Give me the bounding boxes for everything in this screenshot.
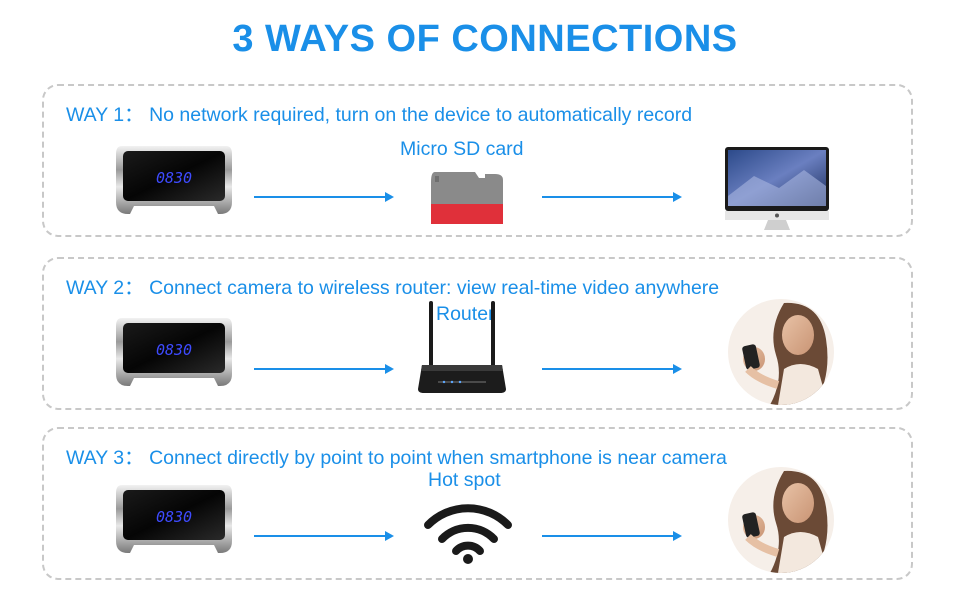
camera-display-text: 0830 — [156, 341, 192, 359]
micro-sd-card-label: Micro SD card — [400, 138, 524, 160]
desktop-computer-icon — [725, 147, 829, 230]
page-title: 3 WAYS OF CONNECTIONS — [232, 18, 738, 60]
wifi-router-icon — [418, 301, 506, 393]
wifi-hotspot-icon — [424, 504, 512, 564]
arrow-3a — [254, 531, 394, 541]
way-3-panel: WAY 3： Connect directly by point to poin… — [42, 427, 913, 580]
way-1-panel: WAY 1： No network required, turn on the … — [42, 84, 913, 237]
camera-display-text: 0830 — [156, 508, 192, 526]
way-2-panel: WAY 2： Connect camera to wireless router… — [42, 257, 913, 410]
camera-clock-icon: 0830 — [116, 318, 232, 386]
arrow-3b — [542, 531, 682, 541]
hot-spot-label: Hot spot — [428, 469, 501, 491]
arrow-1a — [254, 192, 394, 202]
micro-sd-card-icon — [431, 172, 503, 224]
smartphone-user-photo — [728, 467, 834, 573]
camera-clock-icon: 0830 — [116, 485, 232, 553]
camera-clock-icon: 0830 — [116, 146, 232, 214]
way-2-description: WAY 2： Connect camera to wireless router… — [66, 277, 720, 299]
router-label: Router — [436, 303, 495, 325]
way-3-description: WAY 3： Connect directly by point to poin… — [66, 447, 727, 469]
arrow-1b — [542, 192, 682, 202]
way-1-description: WAY 1： No network required, turn on the … — [66, 104, 693, 126]
arrow-2a — [254, 364, 394, 374]
camera-display-text: 0830 — [156, 169, 192, 187]
arrow-2b — [542, 364, 682, 374]
smartphone-user-photo — [728, 299, 834, 405]
